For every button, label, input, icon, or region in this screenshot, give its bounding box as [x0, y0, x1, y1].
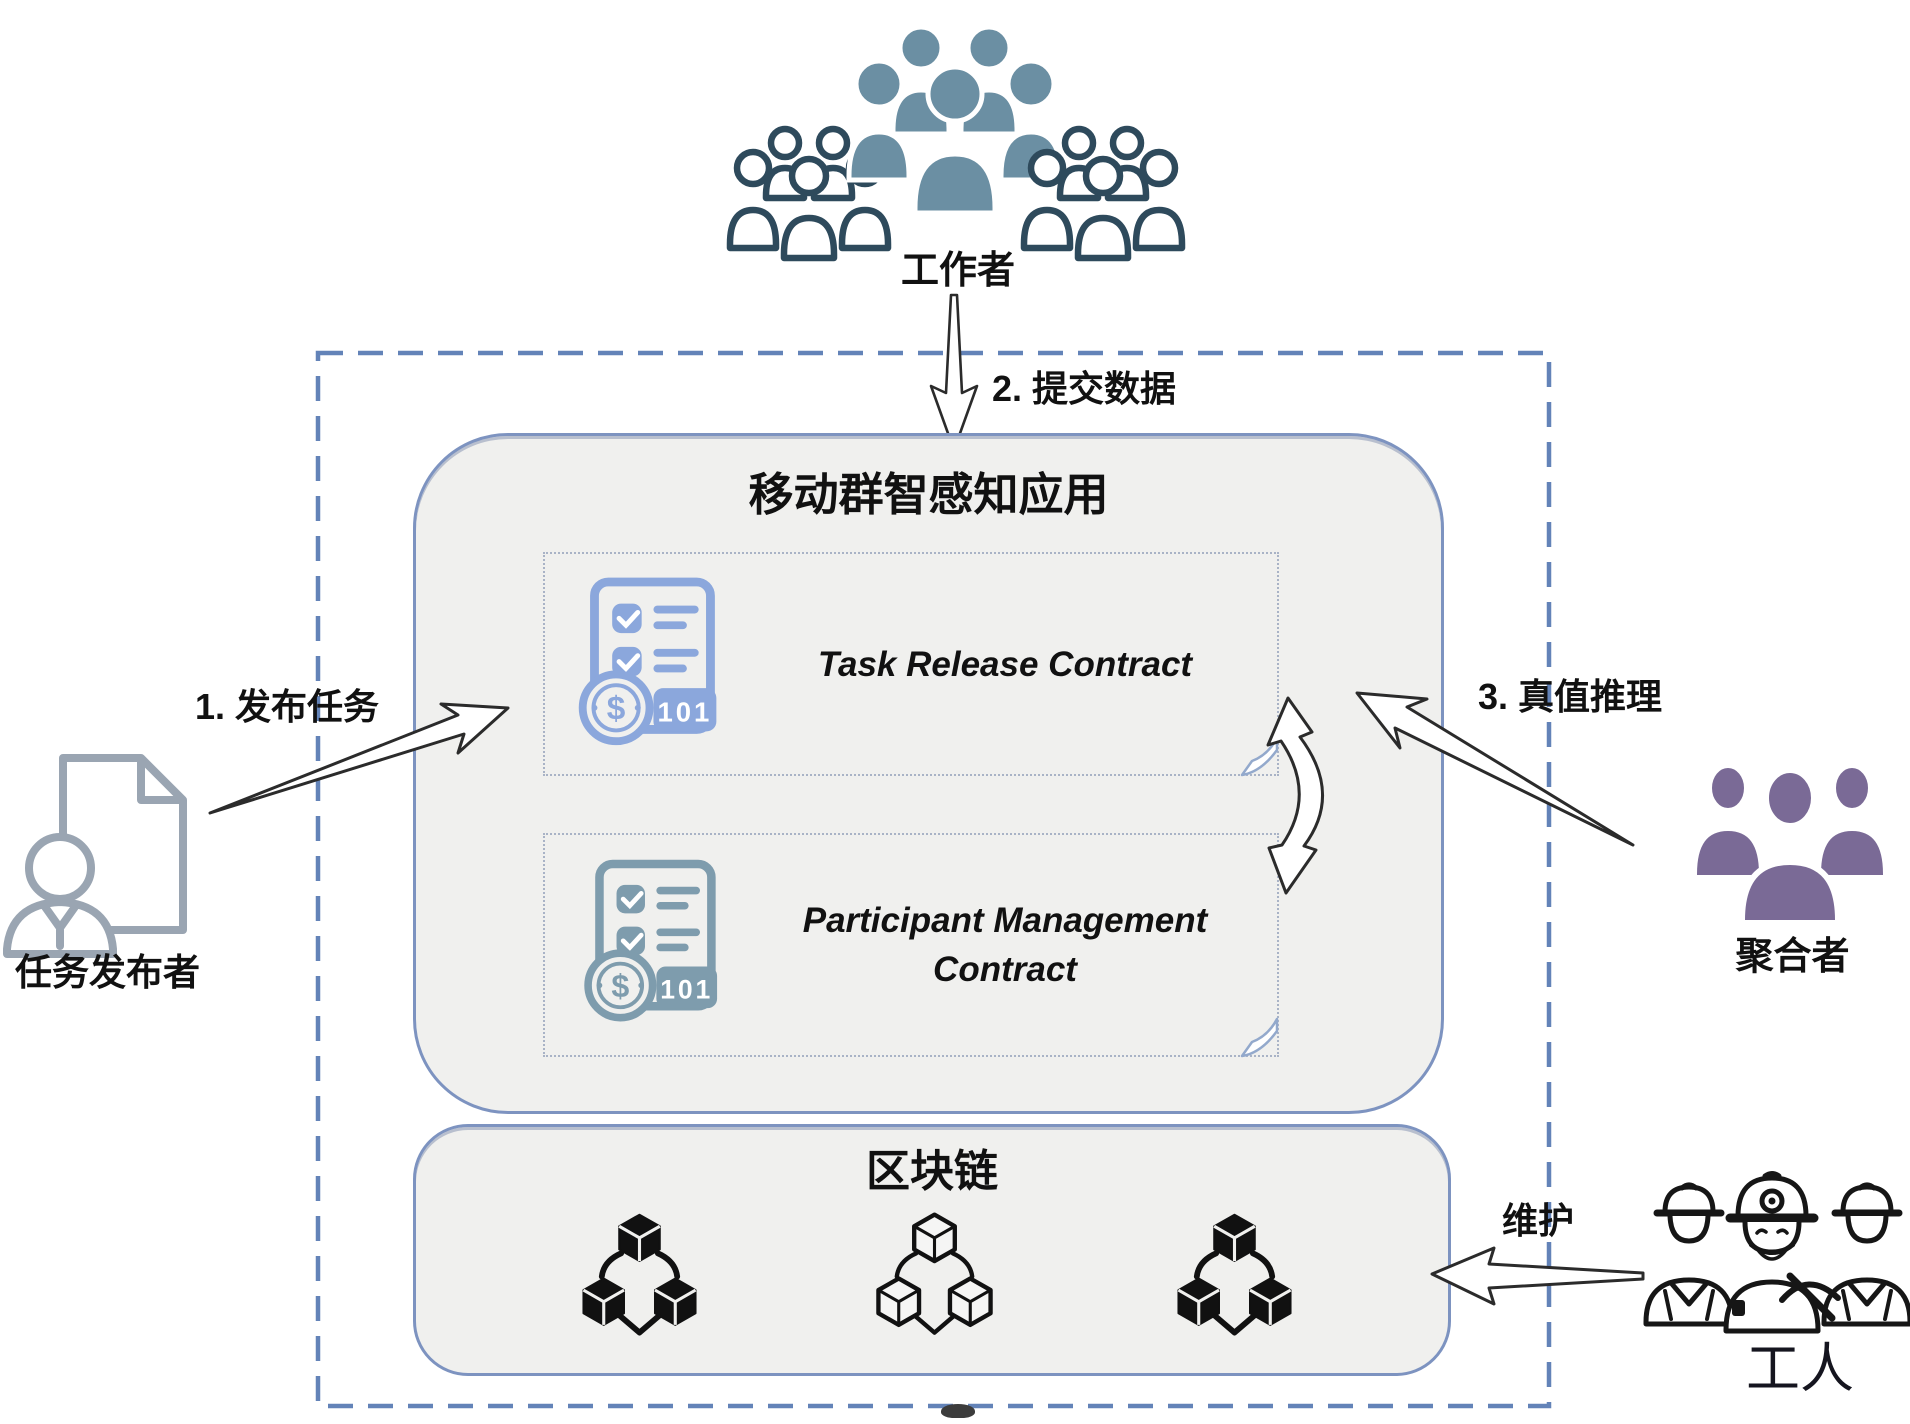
- task-publisher-label: 任务发布者: [15, 952, 200, 993]
- system-dashed-boundary: [315, 350, 1552, 1409]
- workers-crowd-right-icon: [1020, 125, 1186, 262]
- contracts-swap-arrows-icon: [1266, 696, 1324, 895]
- publish-task-arrow: [208, 702, 510, 815]
- publish-task-label: 1. 发布任务: [194, 686, 380, 727]
- blockchain-node-icon-filled: [1177, 1213, 1292, 1336]
- aggregator-icon: [1691, 762, 1889, 926]
- truth-inference-label: 3. 真值推理: [1478, 676, 1663, 717]
- dollar-glyph: $: [607, 691, 626, 728]
- task-publisher-icon: [3, 754, 187, 958]
- miners-label: 工人: [1746, 1339, 1854, 1399]
- task-release-contract-label: Task Release Contract: [817, 644, 1193, 684]
- person-icon: [3, 833, 117, 958]
- task-release-contract-box: $ 101 Task Release Contract: [543, 552, 1279, 777]
- blockchain-node-icon-outline: [876, 1212, 993, 1335]
- dollar-glyph: $: [611, 968, 629, 1004]
- participant-management-contract-label: Participant Management Contract: [802, 901, 1208, 989]
- participant-management-contract-box: $ 101 Participant Management Contract: [543, 833, 1279, 1058]
- submit-data-arrow: [929, 293, 979, 452]
- mcs-application-title: 移动群智感知应用: [748, 469, 1109, 520]
- aggregator-label: 聚合者: [1735, 936, 1850, 978]
- maintain-label: 维护: [1502, 1200, 1575, 1241]
- workers-crowd-center-icon: [846, 24, 1064, 216]
- blockchain-title: 区块链: [866, 1147, 998, 1196]
- page-curl-icon: [1240, 1017, 1279, 1058]
- workers-crowd-left-icon: [726, 125, 892, 262]
- binary-badge: 101: [660, 975, 713, 1005]
- binary-badge: 101: [658, 697, 713, 728]
- maintain-arrow: [1430, 1246, 1645, 1306]
- worker-right: [1821, 1182, 1910, 1327]
- blockchain-node-icon-filled: [582, 1213, 697, 1336]
- truth-inference-arrow: [1355, 691, 1635, 847]
- page-curl-icon: [1240, 736, 1279, 777]
- miner-workers-icon: [1643, 1171, 1910, 1334]
- stray-mark: [941, 1404, 975, 1418]
- submit-data-label: 2. 提交数据: [992, 368, 1177, 409]
- smart-contract-icon: $ 101: [565, 576, 737, 760]
- smart-contract-icon: $ 101: [571, 857, 737, 1037]
- worker-left: [1643, 1182, 1735, 1327]
- mcs-application-box: 移动群智感知应用 $: [413, 433, 1444, 1114]
- workers-label: 工作者: [900, 250, 1015, 292]
- worker-center-miner: [1723, 1171, 1841, 1334]
